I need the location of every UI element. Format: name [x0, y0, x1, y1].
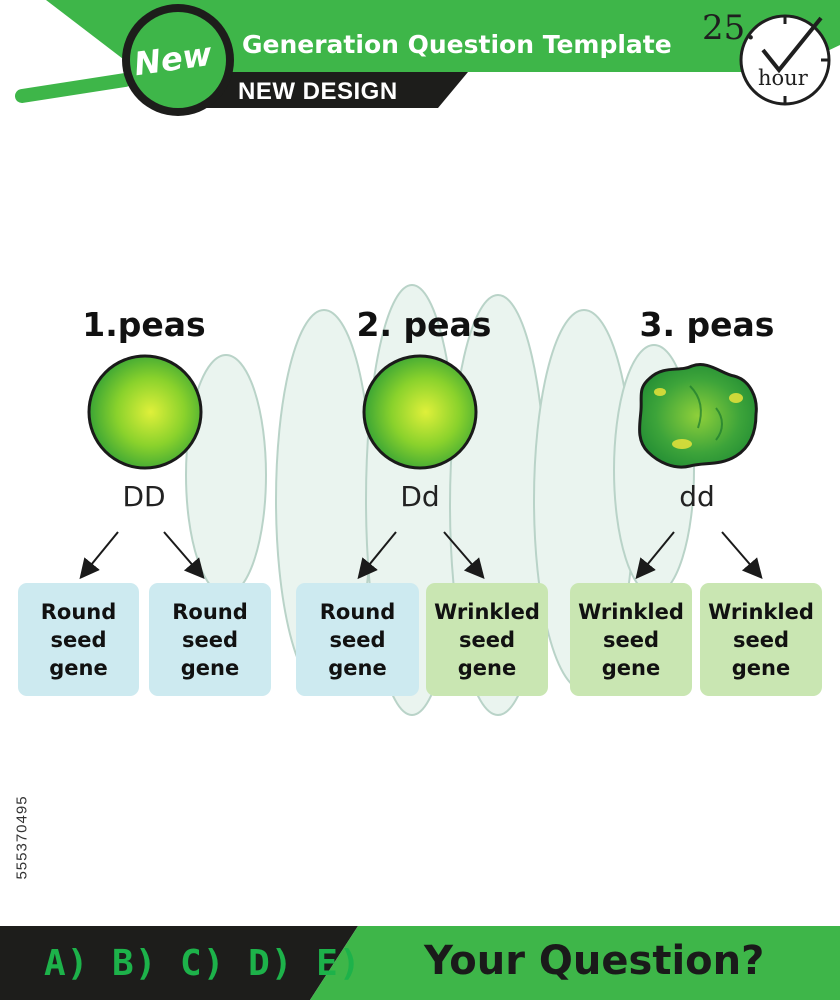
- wrinkled-pea: [638, 363, 758, 469]
- gene-box-wrinkled: Wrinkled seed gene: [700, 583, 822, 696]
- footer-banner: [0, 926, 840, 1000]
- pea-2-title: 2. peas: [356, 305, 492, 344]
- timer-unit: hour: [758, 66, 808, 90]
- timer-value: 25.: [702, 8, 757, 48]
- gene-box-wrinkled: Wrinkled seed gene: [426, 583, 548, 696]
- gene-box-round: Round seed gene: [296, 583, 419, 696]
- pea-2-genotype: Dd: [400, 480, 440, 513]
- clock-icon: [739, 14, 831, 106]
- header-title: Generation Question Template: [242, 30, 672, 59]
- round-pea-2: [362, 354, 478, 470]
- pea-1-title: 1.peas: [82, 305, 206, 344]
- gene-box-round: Round seed gene: [18, 583, 139, 696]
- stock-id: 555370495: [13, 795, 31, 880]
- header-banner: [15, 0, 840, 116]
- question-prompt: Your Question?: [424, 938, 765, 984]
- header-subtitle: NEW DESIGN: [238, 78, 398, 105]
- gene-box-round: Round seed gene: [149, 583, 271, 696]
- gene-box-wrinkled: Wrinkled seed gene: [570, 583, 692, 696]
- answer-options: A) B) C) D) E): [44, 943, 362, 984]
- pea-1-genotype: DD: [122, 480, 166, 513]
- pea-3-title: 3. peas: [639, 305, 775, 344]
- round-pea-1: [87, 354, 203, 470]
- pea-3-genotype: dd: [679, 480, 715, 513]
